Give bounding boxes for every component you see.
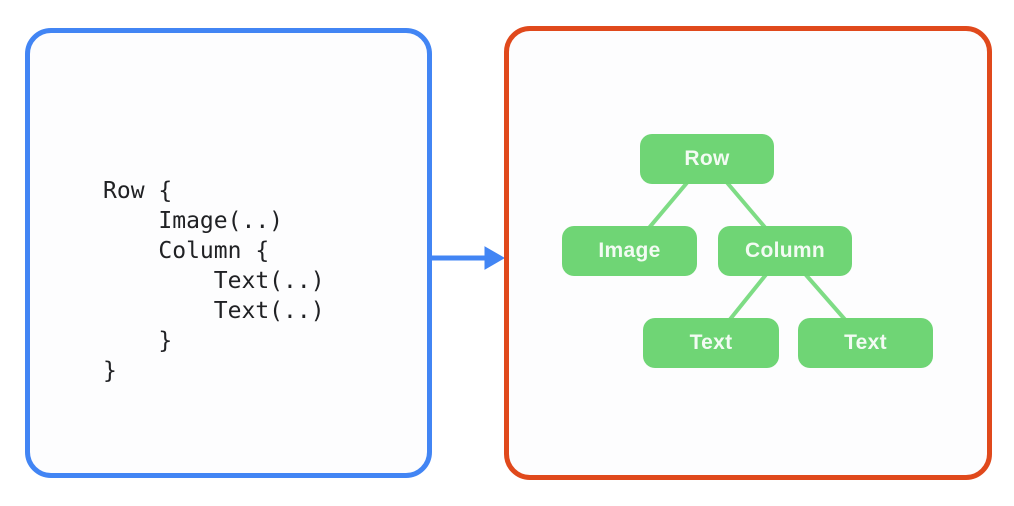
arrow-right-icon bbox=[432, 246, 505, 270]
tree-node-text2: Text bbox=[798, 318, 933, 368]
tree-node-row: Row bbox=[640, 134, 774, 184]
tree-node-column: Column bbox=[718, 226, 852, 276]
tree-node-text1: Text bbox=[643, 318, 779, 368]
code-snippet: Row { Image(..) Column { Text(..) Text(.… bbox=[103, 178, 325, 384]
tree-node-image: Image bbox=[562, 226, 697, 276]
code-panel: Row { Image(..) Column { Text(..) Text(.… bbox=[25, 28, 432, 478]
